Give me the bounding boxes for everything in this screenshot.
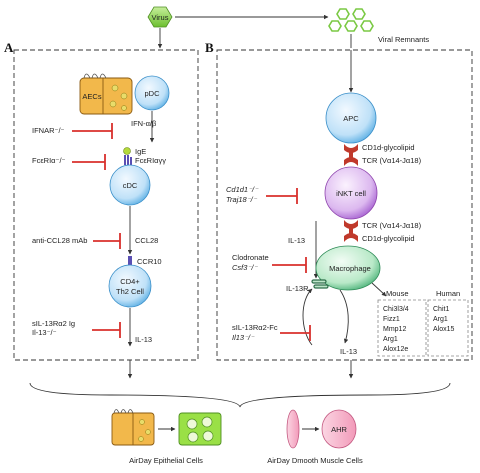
il13r-label: IL-13R: [286, 284, 309, 293]
mouse-gene: Alox12e: [383, 346, 408, 353]
traj18-ko-label: Traj18⁻/⁻: [226, 195, 258, 204]
clodronate-label: Clodronate: [232, 253, 269, 262]
il13-inhibition-bar-b: [280, 325, 311, 341]
apc-label: APC: [343, 114, 359, 123]
aec-cell-icon: [79, 73, 133, 115]
smooth-muscle-before-icon: [286, 409, 300, 449]
macrophage-cell: [315, 245, 381, 291]
ifnar-inhibition-bar: [72, 123, 113, 139]
smooth-muscle-after-icon: [321, 409, 357, 449]
cd1d-tcr-bottom-icon: [344, 220, 358, 242]
tcr-bottom-label: TCR (Vα14-Jα18): [362, 221, 422, 230]
pdc-label: pDC: [144, 89, 160, 98]
macrophage-label: Macrophage: [329, 264, 371, 273]
virus-label: Virus: [152, 13, 169, 22]
fceri-inhibition-bar: [72, 154, 106, 170]
sil13ra2-fc-label: sIL-13Rα2-Fc: [232, 323, 278, 332]
anti-ccl28-label: anti-CCL28 mAb: [32, 236, 87, 245]
inkt-inhibition-bar: [266, 188, 298, 204]
cd1d-bottom-label: CD1d-glycolipid: [362, 234, 415, 243]
mouse-gene: Mmp12: [383, 326, 406, 333]
ccl28-inhibition-bar: [93, 233, 121, 249]
ige-label: IgE: [135, 147, 146, 156]
cd1d-top-label: CD1d-glycolipid: [362, 143, 415, 152]
cdc-cell: [109, 164, 151, 206]
il13-loop-down-arrow: [339, 289, 349, 344]
panel-a-box: [13, 49, 199, 361]
cdc-label: cDC: [123, 181, 138, 190]
th2-cell: [108, 264, 152, 308]
panel-a-letter: A: [4, 40, 14, 55]
il13-label-b: IL-13: [288, 236, 305, 245]
macrophage-inhibition-bar: [272, 257, 307, 273]
il13-ko-label-a: Il-13⁻/⁻: [32, 328, 57, 337]
panel-b-letter: B: [205, 40, 214, 55]
human-gene: Alox15: [433, 326, 455, 333]
human-title: Human: [436, 289, 460, 298]
panel-b-box: [216, 49, 473, 361]
smooth-muscle-label: AirDay Dmooth Muscle Cells: [267, 456, 363, 465]
il13-inhibition-bar-a: [92, 322, 121, 338]
il13-loop-up-arrow: [302, 288, 313, 346]
mouse-title: Mouse: [386, 289, 409, 298]
il13-bottom-label: IL-13: [340, 347, 357, 356]
human-gene: Chit1: [433, 306, 449, 313]
bottom-brace: [29, 382, 451, 408]
inkt-label: iNKT cell: [336, 189, 366, 198]
tcr-top-label: TCR (Vα14-Jα18): [362, 156, 422, 165]
ifn-label: IFN-α/β: [131, 119, 157, 128]
cd1d-ko-label: Cd1d1⁻/⁻: [226, 185, 259, 194]
viral-remnants-label: Viral Remnants: [378, 35, 429, 44]
cd1d-tcr-top-icon: [344, 144, 358, 166]
epithelial-before-icon: [111, 409, 155, 446]
th2-label-line2: Th2 Cell: [116, 287, 144, 296]
il13-ko-label-b: Il13⁻/⁻: [232, 333, 255, 342]
aec-label: AECs: [82, 92, 101, 101]
ige-receptor-icon: [123, 147, 132, 165]
viral-remnants-icon: [328, 8, 374, 32]
virus-icon: Virus: [147, 6, 173, 28]
ccr10-label: CCR10: [137, 257, 162, 266]
csf3-ko-label: Csf3⁻/⁻: [232, 263, 258, 272]
inkt-cell: [324, 166, 378, 220]
mouse-gene: Chi3l3/4: [383, 306, 409, 313]
ifnar-ko-label: IFNAR⁻/⁻: [32, 126, 65, 135]
epithelial-label: AirDay Epithelial Cells: [129, 456, 203, 465]
pdc-cell: [134, 75, 170, 111]
th2-label-line1: CD4+: [120, 277, 140, 286]
mouse-gene: Arg1: [383, 336, 398, 343]
ccl28-label: CCL28: [135, 236, 158, 245]
ahr-label: AHR: [331, 425, 347, 434]
human-gene-box: [427, 299, 469, 357]
mouse-gene: Fizz1: [383, 316, 400, 323]
il13-label-a: IL-13: [135, 335, 152, 344]
epithelial-after-icon: [178, 412, 222, 446]
human-gene: Arg1: [433, 316, 448, 323]
fceri-label: FcεRIαγγ: [135, 156, 166, 165]
mouse-gene-box: [377, 299, 427, 357]
il13r-receptor-icon: [311, 279, 329, 289]
ccr10-receptor-icon: [128, 256, 132, 266]
fceri-ko-label: FcεRIα⁻/⁻: [32, 156, 66, 165]
sil13-ig-label: sIL-13Rα2 Ig: [32, 319, 75, 328]
macrophage-to-genes-arrow: [371, 282, 387, 297]
apc-cell: [325, 92, 377, 144]
